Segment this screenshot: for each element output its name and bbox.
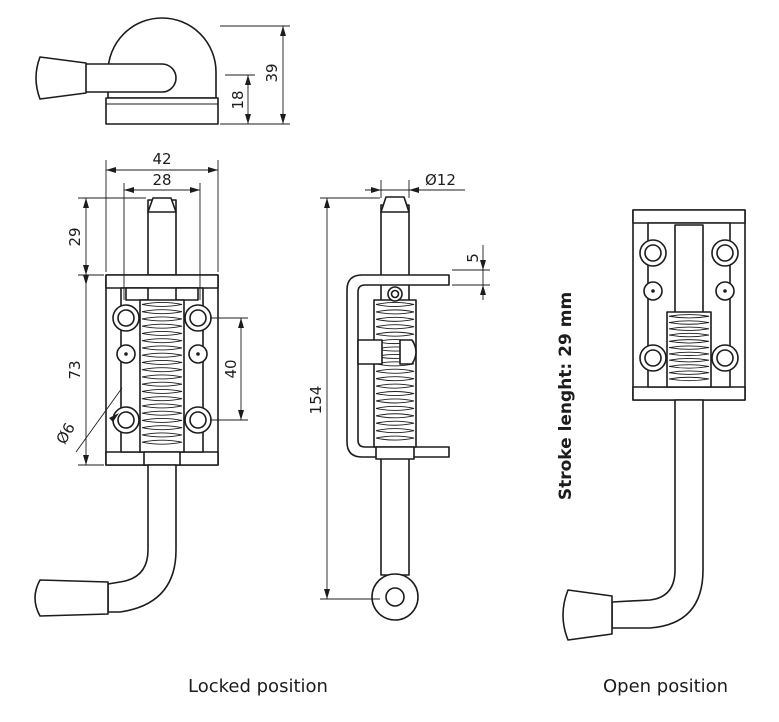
spring-coil — [375, 324, 415, 330]
open-view — [562, 209, 746, 641]
front-screw-hole-tl — [112, 304, 140, 332]
spring-coil — [375, 383, 415, 389]
spring-coil — [141, 360, 183, 365]
side-view-dimensions: Ø12 5 154 — [307, 171, 490, 600]
spring-coil — [141, 439, 183, 445]
open-spring — [668, 314, 710, 382]
caption-open-position: Open position — [603, 676, 729, 697]
spring-coil — [141, 338, 183, 344]
side-bracket — [346, 274, 450, 458]
front-handle-knob — [34, 579, 109, 617]
open-screw-hole-tl — [639, 239, 667, 267]
spring-coil — [141, 367, 183, 373]
spring-coil — [375, 398, 415, 404]
spring-coil — [141, 432, 183, 438]
front-rivet-left — [116, 344, 136, 364]
front-view-locked — [34, 197, 219, 617]
open-screw-hole-bl — [639, 344, 667, 372]
front-screw-hole-tr — [184, 304, 212, 332]
spring-coil — [375, 413, 415, 419]
spring-coil — [375, 420, 415, 426]
open-rivet-right — [715, 281, 735, 301]
spring-coil — [141, 410, 183, 416]
spring-coil — [375, 368, 415, 374]
spring-coil — [141, 331, 183, 336]
spring-coil — [668, 370, 710, 375]
dim-overall-length: 154 — [307, 386, 325, 415]
top-view-handle-knob — [35, 56, 87, 100]
dim-hole-spacing: 40 — [222, 359, 240, 378]
spring-coil — [141, 389, 183, 394]
spring-coil — [141, 352, 183, 358]
spring-coil — [375, 428, 415, 434]
open-rivet-left — [643, 281, 663, 301]
open-screw-hole-br — [711, 344, 739, 372]
open-pin-retracted — [674, 224, 704, 316]
spring-coil — [375, 391, 415, 397]
front-screw-hole-bl — [112, 406, 140, 434]
spring-coil — [375, 301, 415, 307]
dim-hole-diameter: Ø6 — [53, 420, 79, 447]
dim-bracket-offset: 5 — [464, 253, 482, 263]
dim-width-inner: 28 — [152, 171, 171, 189]
stroke-length-label: Stroke lenght: 29 mm — [556, 292, 576, 500]
caption-locked-position: Locked position — [188, 676, 328, 697]
spring-coil — [141, 345, 183, 351]
open-handle-rod — [611, 399, 704, 629]
top-view-dimensions: 39 18 — [220, 25, 290, 125]
spring-coil — [141, 302, 183, 307]
top-view — [35, 17, 219, 125]
spring-coil — [141, 403, 183, 409]
top-view-pin — [81, 63, 177, 93]
spring-coil — [141, 374, 183, 380]
spring-coil — [668, 314, 710, 319]
spring-coil — [141, 396, 183, 402]
side-view — [346, 196, 450, 621]
front-screw-hole-br — [184, 406, 212, 434]
spring-coil — [375, 405, 415, 411]
stroke-label-text: Stroke lenght: — [556, 362, 576, 501]
spring-coil — [375, 339, 415, 345]
spring-coil — [668, 326, 710, 331]
front-handle-rod — [107, 464, 177, 613]
spring-coil — [668, 364, 710, 369]
spring-coil — [375, 361, 415, 367]
spring-coil — [668, 357, 710, 363]
spring-coil — [141, 309, 183, 315]
dim-pin-protrusion: 29 — [66, 227, 84, 246]
side-spring — [375, 301, 415, 441]
spring-coil — [375, 331, 415, 337]
spring-coil — [141, 316, 183, 322]
open-screw-hole-tr — [711, 239, 739, 267]
spring-coil — [141, 418, 183, 423]
spring-coil — [375, 309, 415, 315]
front-view-dimensions: 42 28 29 73 40 Ø6 — [53, 150, 248, 466]
dim-top-height-total: 39 — [263, 63, 281, 82]
spring-coil — [668, 345, 710, 350]
stroke-label-value: 29 mm — [556, 291, 576, 357]
spring-coil — [668, 376, 710, 382]
front-rivet-right — [188, 344, 208, 364]
dim-body-height: 73 — [66, 360, 84, 379]
dim-top-height-base: 18 — [229, 90, 247, 109]
spring-coil — [141, 381, 183, 387]
dim-pin-diameter: Ø12 — [425, 171, 456, 189]
spring-coil — [141, 323, 183, 329]
dim-width-outer: 42 — [152, 150, 171, 168]
spring-coil — [141, 425, 183, 431]
spring-coil — [375, 316, 415, 322]
spring-coil — [668, 320, 710, 325]
spring-coil — [375, 376, 415, 382]
open-handle-knob — [562, 589, 613, 641]
spring-coil — [668, 339, 710, 344]
spring-coil — [668, 332, 710, 338]
spring-coil — [375, 435, 415, 441]
front-spring — [141, 302, 183, 445]
top-view-base-plate — [105, 97, 219, 125]
spring-coil — [668, 351, 710, 357]
